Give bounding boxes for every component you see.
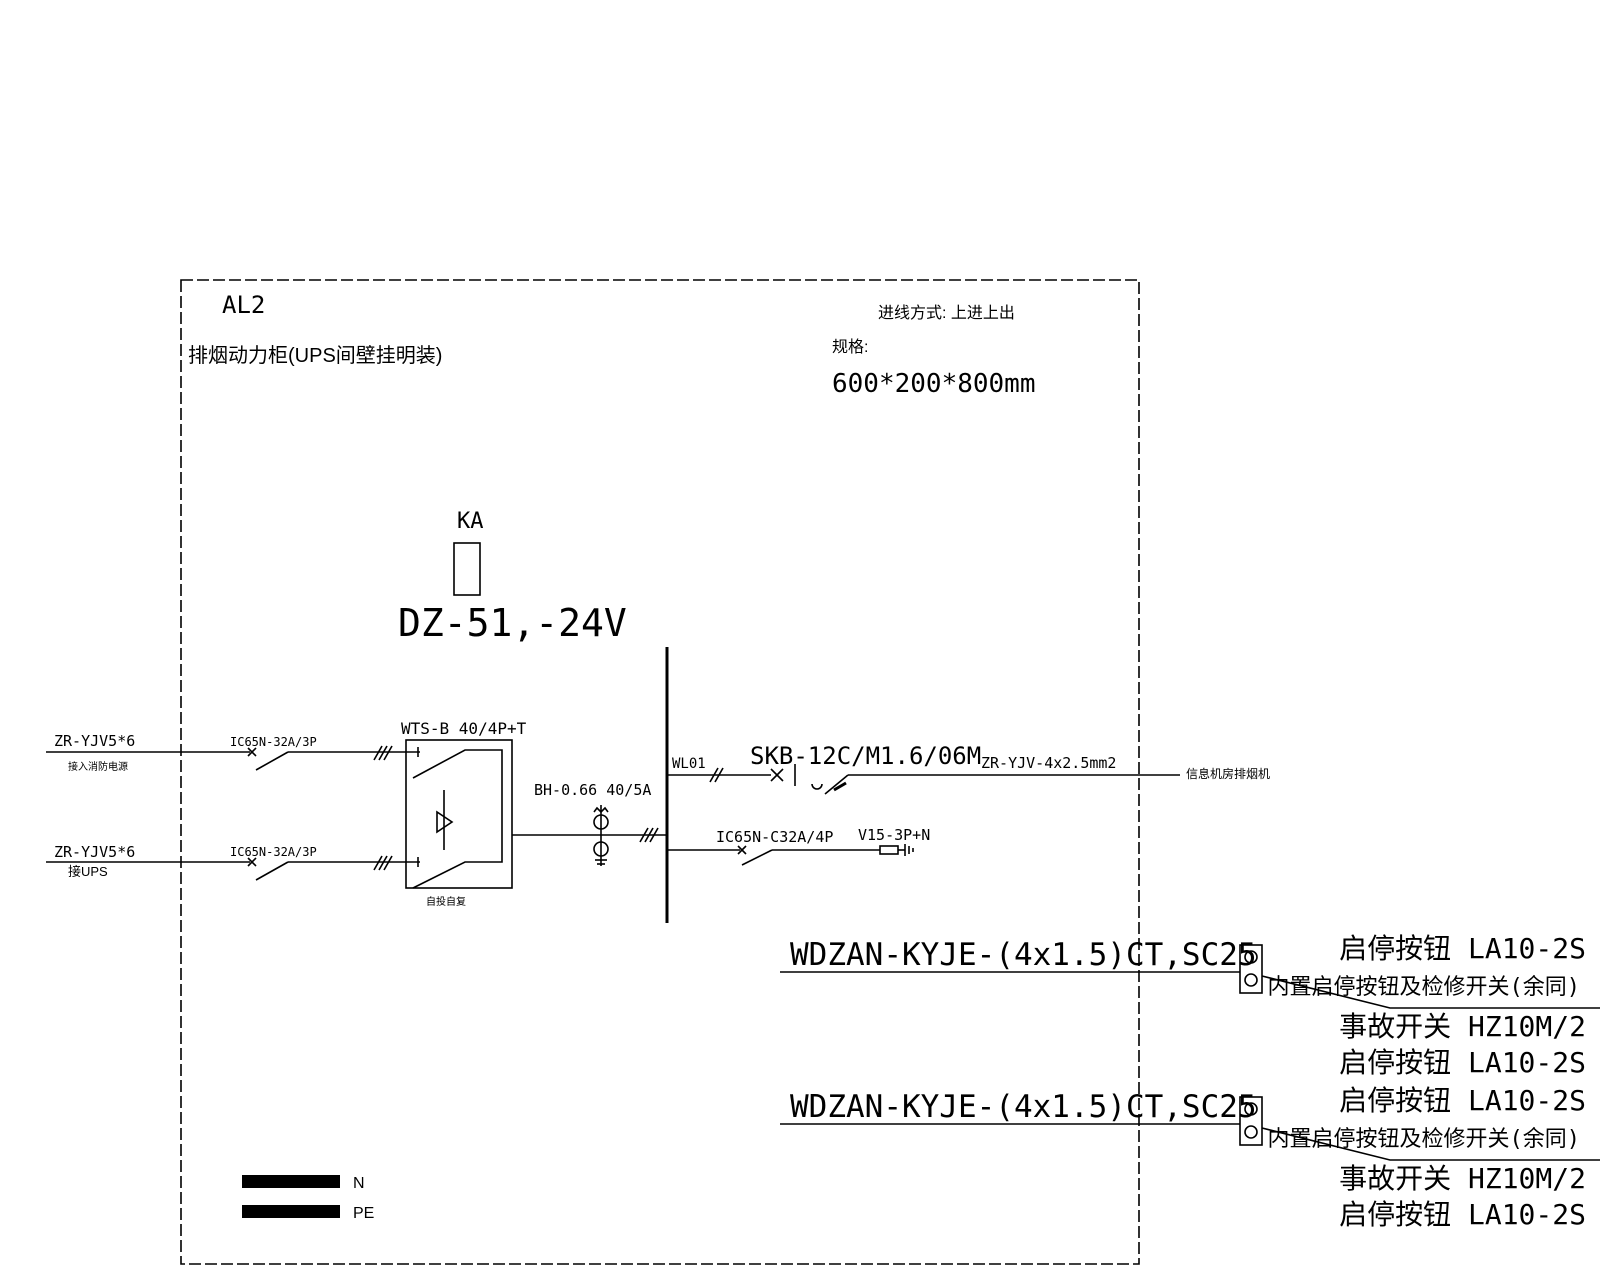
incomer-1-breaker: IC65N-32A/3P (230, 735, 317, 749)
incomer-2-breaker: IC65N-32A/3P (230, 845, 317, 859)
pushbutton-icon (1244, 973, 1258, 987)
panel-id: AL2 (222, 291, 265, 319)
circuit-wl01-load: 信息机房排烟机 (1186, 766, 1270, 781)
legend-pe-bar (242, 1205, 340, 1218)
ats-note: 自投自复 (426, 895, 466, 908)
circuit-spd-breaker: IC65N-C32A/4P (716, 828, 833, 846)
panel-boundary (180, 279, 1140, 1265)
control-line-2-item-3: 事故开关 HZ10M/2 (1339, 1162, 1586, 1195)
legend-pe-label: PE (353, 1205, 374, 1222)
inlet-method: 进线方式: 上进上出 (878, 304, 1015, 322)
legend: N PE (242, 1175, 374, 1222)
incomer-1-source: 接入消防电源 (68, 760, 128, 773)
relay-model: DZ-51,-24V (398, 601, 627, 645)
control-line-1-item-3: 事故开关 HZ10M/2 (1339, 1010, 1586, 1043)
spec-label: 规格: (832, 338, 868, 356)
control-line-2-item-1: 启停按钮 LA10-2S (1339, 1084, 1586, 1117)
circuit-wl01-device: SKB-12C/M1.6/06M (750, 742, 981, 770)
incomer-1: ZR-YJV5*6 接入消防电源 IC65N-32A/3P (46, 732, 420, 773)
incomer-1-cable: ZR-YJV5*6 (54, 732, 135, 750)
control-line-2-item-2: 内置启停按钮及检修开关(余同) (1268, 1127, 1581, 1152)
relay-coil (453, 542, 481, 596)
circuit-wl01: WL01 SKB-12C/M1.6/06M ZR-YJV-4x2.5mm2 信息… (667, 742, 1270, 795)
control-line-1-item-2: 内置启停按钮及检修开关(余同) (1268, 975, 1581, 1000)
ats-model: WTS-B 40/4P+T (401, 719, 527, 738)
incomer-2: ZR-YJV5*6 接UPS IC65N-32A/3P (46, 843, 420, 881)
control-line-1-cable: WDZAN-KYJE-(4x1.5)CT,SC25 (790, 937, 1257, 973)
ats-switch: WTS-B 40/4P+T 自投自复 (401, 719, 527, 908)
pushbutton-icon (1244, 950, 1258, 964)
control-line-1: WDZAN-KYJE-(4x1.5)CT,SC25 启停按钮 LA10-2S 内… (780, 932, 1600, 1079)
spd-icon (879, 845, 899, 855)
pushbutton-icon (1244, 1125, 1258, 1139)
circuit-wl01-id: WL01 (672, 756, 706, 772)
panel-name: 排烟动力柜(UPS间壁挂明装) (188, 344, 442, 367)
circuit-wl01-cable: ZR-YJV-4x2.5mm2 (981, 754, 1116, 772)
incomer-2-cable: ZR-YJV5*6 (54, 843, 135, 861)
circuit-spd-model: V15-3P+N (858, 826, 930, 844)
control-line-2-item-4: 启停按钮 LA10-2S (1339, 1198, 1586, 1231)
spec-value: 600*200*800mm (832, 369, 1036, 399)
control-line-2-cable: WDZAN-KYJE-(4x1.5)CT,SC25 (790, 1089, 1257, 1125)
control-line-1-item-1: 启停按钮 LA10-2S (1339, 932, 1586, 965)
circuit-spd: IC65N-C32A/4P V15-3P+N (667, 826, 930, 866)
legend-n-bar (242, 1175, 340, 1188)
relay-label: KA (457, 509, 484, 534)
pushbutton-icon (1244, 1102, 1258, 1116)
ct-model: BH-0.66 40/5A (534, 781, 651, 799)
legend-n-label: N (353, 1175, 365, 1192)
control-line-1-item-4: 启停按钮 LA10-2S (1339, 1046, 1586, 1079)
control-line-2: WDZAN-KYJE-(4x1.5)CT,SC25 启停按钮 LA10-2S 内… (780, 1084, 1600, 1231)
control-station-1 (1239, 944, 1263, 994)
control-station-2 (1239, 1096, 1263, 1146)
current-transformer: BH-0.66 40/5A (534, 781, 659, 866)
incomer-2-source: 接UPS (68, 864, 108, 879)
ats-direction-icon (436, 810, 454, 834)
